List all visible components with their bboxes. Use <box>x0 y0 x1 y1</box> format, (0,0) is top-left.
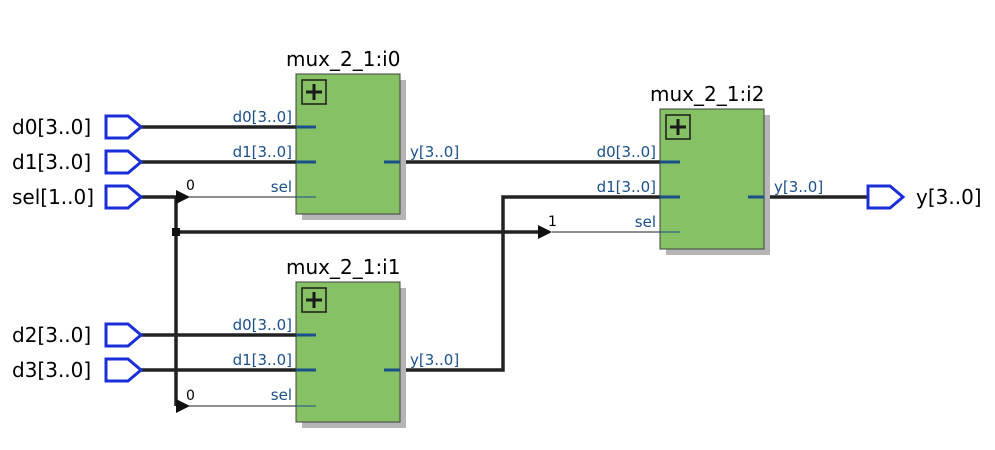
input-label-d0: d0[3..0] <box>12 115 91 139</box>
input-label-d2: d2[3..0] <box>12 323 91 347</box>
output-port-y[interactable]: y[3..0] <box>866 184 982 210</box>
pin-label-d1: d1[3..0] <box>233 143 292 161</box>
pin-label-sel: sel <box>271 178 292 196</box>
expand-plus-icon[interactable] <box>301 287 327 313</box>
instance-title-i1: mux_2_1:i1 <box>286 255 400 279</box>
expand-plus-icon[interactable] <box>301 79 327 105</box>
input-port-icon <box>104 357 144 383</box>
expand-plus-icon[interactable] <box>665 114 691 140</box>
mux-instance-i2[interactable]: mux_2_1:i2 d0[3..0] d1[3..0] sel y[3..0] <box>597 82 824 255</box>
wires <box>140 125 868 407</box>
bit-label-sel1-i2: 1 <box>548 214 557 230</box>
arrow-sel0-i0 <box>176 190 190 204</box>
input-label-d1: d1[3..0] <box>12 150 91 174</box>
pin-label-d0: d0[3..0] <box>233 316 292 334</box>
input-label-d3: d3[3..0] <box>12 358 91 382</box>
input-port-d2[interactable]: d2[3..0] <box>12 322 144 348</box>
instance-title-i2: mux_2_1:i2 <box>650 82 764 106</box>
pin-label-y: y[3..0] <box>410 351 459 369</box>
pin-label-sel: sel <box>271 386 292 404</box>
junction-dot <box>172 228 180 236</box>
input-label-sel: sel[1..0] <box>12 185 94 209</box>
pin-label-sel: sel <box>635 213 656 231</box>
arrow-sel1-i2 <box>538 225 552 239</box>
input-port-icon <box>104 149 144 175</box>
output-port-icon <box>866 184 906 210</box>
input-port-d0[interactable]: d0[3..0] <box>12 114 144 140</box>
bit-label-sel0-i0: 0 <box>186 178 195 194</box>
input-port-d3[interactable]: d3[3..0] <box>12 357 144 383</box>
input-port-icon <box>104 322 144 348</box>
mux-instance-i0[interactable]: mux_2_1:i0 d0[3..0] d1[3..0] sel y[3..0] <box>233 47 460 220</box>
wire-i1-y[interactable] <box>384 195 680 372</box>
arrow-sel0-i1 <box>176 399 190 413</box>
pin-label-y: y[3..0] <box>774 178 823 196</box>
pin-label-d1: d1[3..0] <box>233 351 292 369</box>
output-label-y: y[3..0] <box>916 185 982 209</box>
bit-label-sel0-i1: 0 <box>186 388 195 404</box>
mux-instance-i1[interactable]: mux_2_1:i1 d0[3..0] d1[3..0] sel y[3..0] <box>233 255 460 428</box>
pin-label-d0: d0[3..0] <box>233 108 292 126</box>
input-port-icon <box>104 184 144 210</box>
input-port-d1[interactable]: d1[3..0] <box>12 149 144 175</box>
instance-title-i0: mux_2_1:i0 <box>286 47 400 71</box>
pin-label-y: y[3..0] <box>410 143 459 161</box>
pin-label-d1: d1[3..0] <box>597 178 656 196</box>
input-port-icon <box>104 114 144 140</box>
pin-label-d0: d0[3..0] <box>597 143 656 161</box>
input-port-sel[interactable]: sel[1..0] <box>12 184 144 210</box>
